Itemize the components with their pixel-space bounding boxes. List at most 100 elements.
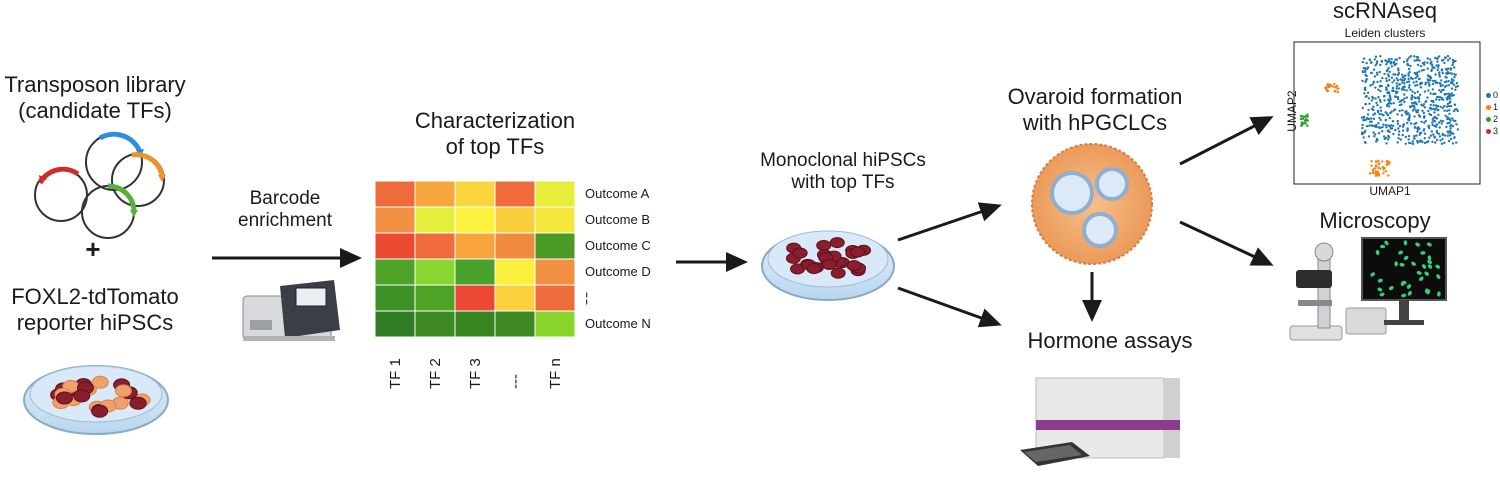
umap-point xyxy=(1396,73,1400,77)
umap-point xyxy=(1452,109,1456,113)
umap-point xyxy=(1367,108,1370,112)
umap-point xyxy=(1388,100,1391,103)
umap-point xyxy=(1429,134,1433,137)
umap-point xyxy=(1403,97,1406,100)
umap-point xyxy=(1408,84,1411,87)
umap-point xyxy=(1374,164,1378,167)
umap-plot xyxy=(1293,41,1481,185)
umap-point xyxy=(1448,112,1451,116)
umap-point xyxy=(1385,142,1388,145)
umap-point xyxy=(1385,79,1388,83)
umap-point xyxy=(1403,88,1406,92)
umap-point xyxy=(1411,142,1415,146)
umap-point xyxy=(1403,77,1407,81)
heatmap-cell xyxy=(374,206,416,234)
heatmap-cell xyxy=(454,284,496,312)
cell xyxy=(129,396,147,410)
umap-point xyxy=(1390,110,1393,113)
umap-point xyxy=(1393,95,1397,98)
heatmap-row-label: Outcome C xyxy=(585,238,651,253)
characterization-title: Characterization of top TFs xyxy=(414,108,576,159)
umap-point xyxy=(1431,65,1434,68)
umap-point xyxy=(1377,88,1380,92)
umap-point xyxy=(1415,59,1419,62)
umap-point xyxy=(1438,73,1441,76)
umap-point xyxy=(1417,100,1421,103)
cell xyxy=(114,384,132,398)
umap-point xyxy=(1405,113,1409,116)
monitor-icon xyxy=(1361,237,1447,325)
umap-point xyxy=(1424,119,1428,123)
umap-point xyxy=(1408,116,1411,120)
umap-point xyxy=(1452,94,1456,97)
umap-point xyxy=(1367,117,1371,121)
umap-point xyxy=(1402,123,1406,126)
umap-point xyxy=(1437,121,1441,124)
cell xyxy=(91,375,109,389)
umap-point xyxy=(1437,64,1440,67)
heatmap-cell xyxy=(454,206,496,234)
cell xyxy=(91,404,109,418)
umap-point xyxy=(1364,86,1367,90)
umap-point xyxy=(1401,73,1404,77)
umap-point xyxy=(1450,92,1453,95)
umap-point xyxy=(1410,97,1413,100)
umap-point xyxy=(1361,126,1364,130)
umap-point xyxy=(1414,84,1417,87)
umap-point xyxy=(1434,56,1437,60)
heatmap-cell xyxy=(454,310,496,338)
plasmid-icon xyxy=(81,183,138,239)
umap-point xyxy=(1375,137,1379,141)
umap-point xyxy=(1394,73,1397,76)
umap-point xyxy=(1378,113,1382,116)
umap-point xyxy=(1433,120,1437,123)
fluorescent-cell xyxy=(1406,284,1412,289)
ovaroid-title: Ovaroid formation with hPGCLCs xyxy=(1007,84,1183,135)
umap-point xyxy=(1397,137,1400,140)
umap-point xyxy=(1447,139,1451,143)
umap-point xyxy=(1302,115,1305,118)
umap-point xyxy=(1450,87,1454,90)
umap-point xyxy=(1436,104,1440,108)
umap-point xyxy=(1402,60,1406,64)
umap-point xyxy=(1418,77,1421,81)
umap-point xyxy=(1361,131,1364,134)
umap-point xyxy=(1377,126,1381,129)
heatmap-cell xyxy=(494,258,536,286)
umap-point xyxy=(1423,106,1427,109)
umap-point xyxy=(1409,122,1413,125)
umap-point xyxy=(1376,159,1380,162)
umap-point xyxy=(1392,132,1395,136)
umap-point xyxy=(1416,73,1419,77)
umap-point xyxy=(1391,124,1395,128)
umap-point xyxy=(1443,61,1446,65)
fluorescent-cell xyxy=(1403,255,1409,261)
umap-point xyxy=(1447,80,1450,83)
heatmap xyxy=(374,180,576,338)
umap-point xyxy=(1456,128,1460,131)
umap-point xyxy=(1379,106,1382,109)
petri-dish-icon xyxy=(23,365,169,435)
heatmap-column-label: TF n xyxy=(547,358,564,389)
umap-point xyxy=(1441,84,1444,87)
arrow xyxy=(1179,116,1274,166)
fluorescent-cell xyxy=(1407,291,1412,296)
umap-point xyxy=(1396,96,1400,99)
umap-point xyxy=(1361,123,1364,127)
umap-point xyxy=(1428,58,1432,61)
umap-point xyxy=(1381,130,1384,133)
umap-point xyxy=(1368,58,1371,61)
arrow xyxy=(1179,220,1274,266)
umap-point xyxy=(1409,55,1413,58)
heatmap-cell xyxy=(454,258,496,286)
umap-point xyxy=(1401,81,1404,84)
umap-point xyxy=(1441,133,1444,137)
umap-point xyxy=(1388,70,1391,74)
umap-point xyxy=(1430,130,1434,133)
heatmap-column-label: TF 2 xyxy=(427,358,444,389)
umap-point xyxy=(1361,70,1365,73)
umap-point xyxy=(1450,80,1453,83)
umap-point xyxy=(1441,88,1444,92)
umap-point xyxy=(1364,102,1368,106)
